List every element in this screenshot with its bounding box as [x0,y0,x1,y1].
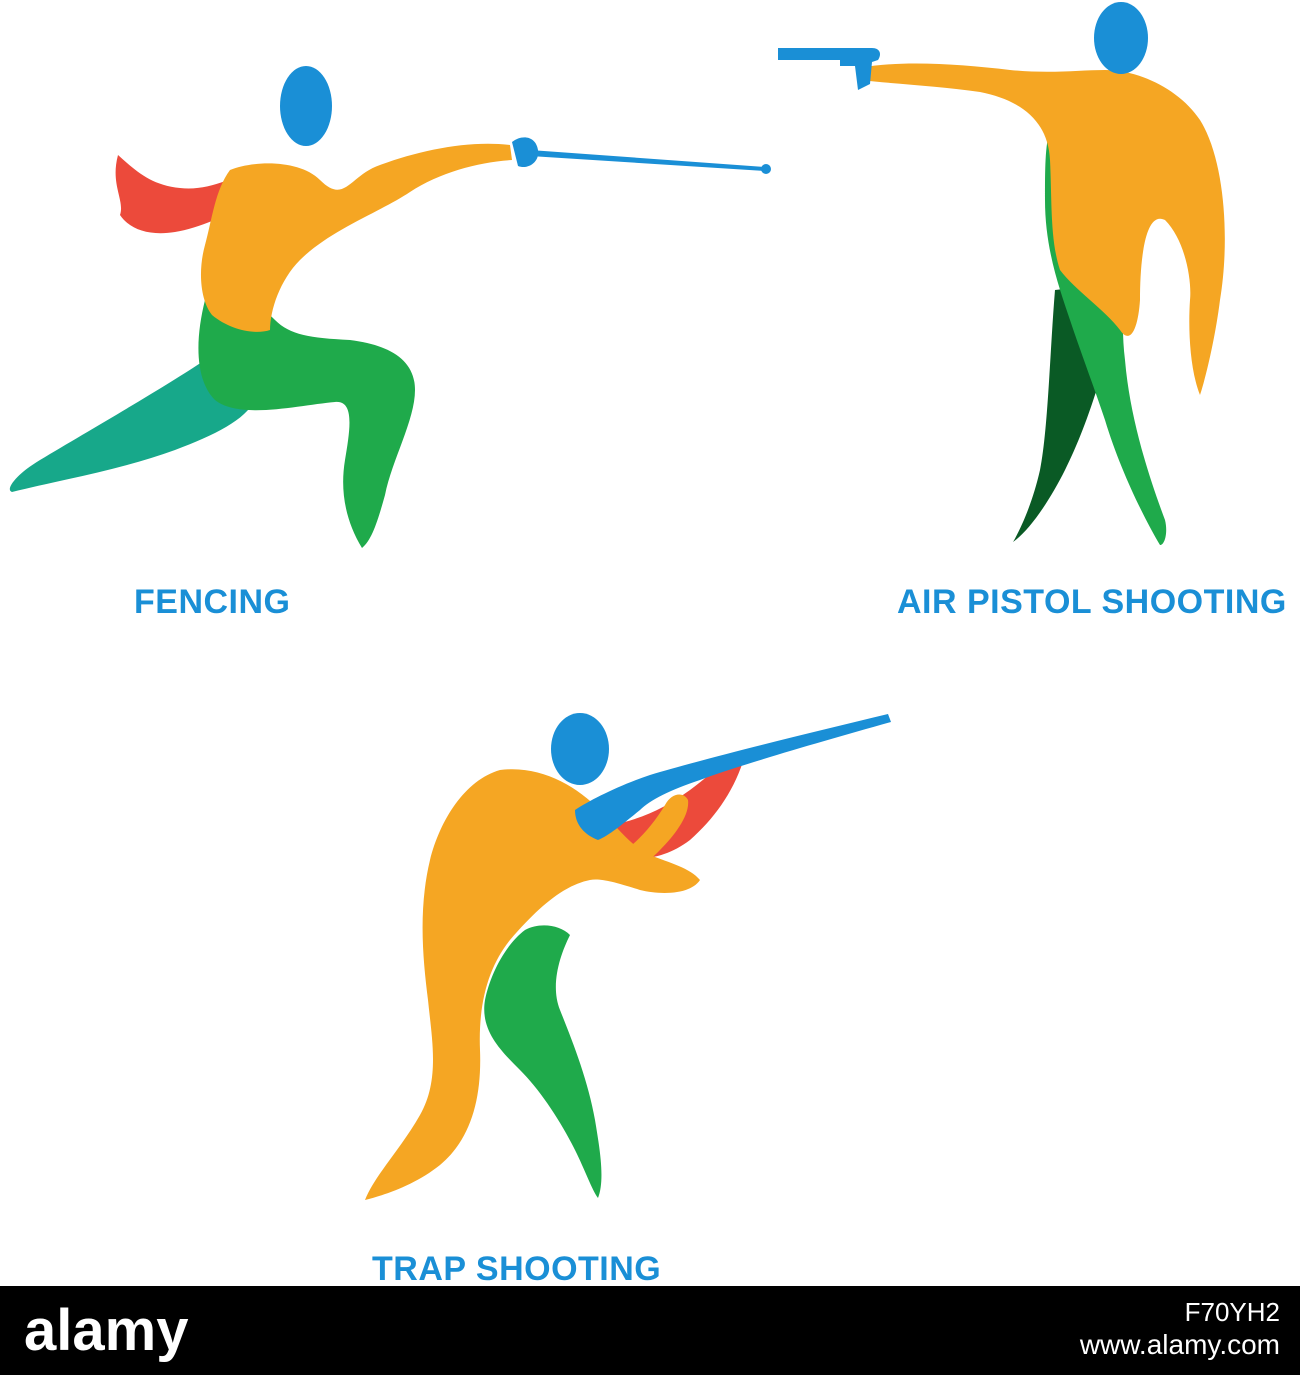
pistol-torso [860,63,1225,396]
fencing-back-leg [9,360,256,492]
pistol-gun [778,48,880,90]
fencing-figure [9,66,771,548]
trap-rifle [575,714,891,840]
air-pistol-figure [778,2,1225,545]
trap-figure [365,713,891,1200]
air-pistol-label: AIR PISTOL SHOOTING [897,583,1287,621]
watermark-bar: alamy F70YH2 www.alamy.com [0,1286,1300,1375]
trap-shooting-label: TRAP SHOOTING [372,1250,662,1288]
fencing-tip [761,164,771,174]
trap-back-leg [484,925,602,1198]
fencing-front-leg [198,296,415,548]
trap-torso [365,769,700,1200]
fencing-blade [530,150,765,171]
alamy-logo: alamy [24,1298,188,1363]
fencing-guard [512,137,539,168]
pistol-head [1094,2,1148,74]
site-url: www.alamy.com [1079,1329,1280,1360]
image-id: F70YH2 [1184,1297,1280,1327]
alamy-logo-text: alamy [24,1298,188,1363]
fencing-head [280,66,332,146]
watermark-meta: F70YH2 www.alamy.com [1080,1296,1280,1362]
trap-head [551,713,609,785]
trap-arm [610,794,689,875]
fencing-torso [200,143,513,332]
pictogram-canvas: FENCING AIR PISTOL SHOOTING TRAP SHOOTIN… [9,2,1287,1288]
fencing-label: FENCING [134,583,291,621]
